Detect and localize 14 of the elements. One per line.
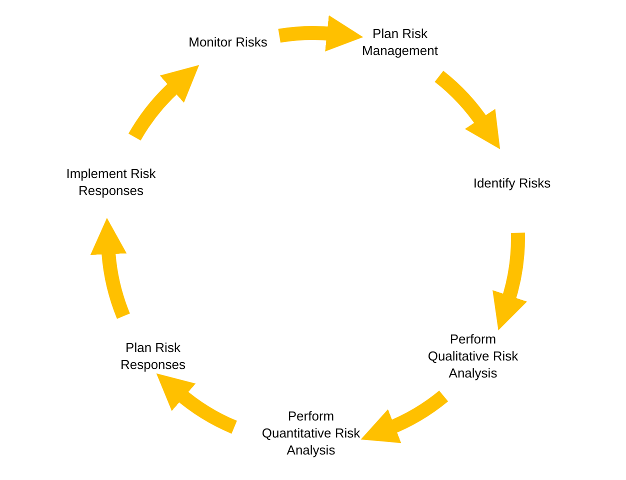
- curved-arrow: [434, 70, 502, 149]
- curved-arrow: [128, 64, 198, 141]
- curved-arrow: [90, 218, 130, 319]
- step-label: Implement Risk Responses: [66, 165, 156, 199]
- step-label: Plan Risk Management: [350, 25, 450, 59]
- curved-arrow: [361, 390, 448, 443]
- curved-arrow: [492, 232, 527, 331]
- step-label: Plan Risk Responses: [103, 339, 203, 373]
- curved-arrow: [156, 374, 238, 434]
- step-label: Perform Qualitative Risk Analysis: [418, 330, 528, 382]
- step-label: Identify Risks: [462, 174, 562, 192]
- curved-arrow: [278, 15, 364, 52]
- step-label: Monitor Risks: [173, 34, 283, 50]
- step-label: Perform Quantitative Risk Analysis: [256, 408, 366, 458]
